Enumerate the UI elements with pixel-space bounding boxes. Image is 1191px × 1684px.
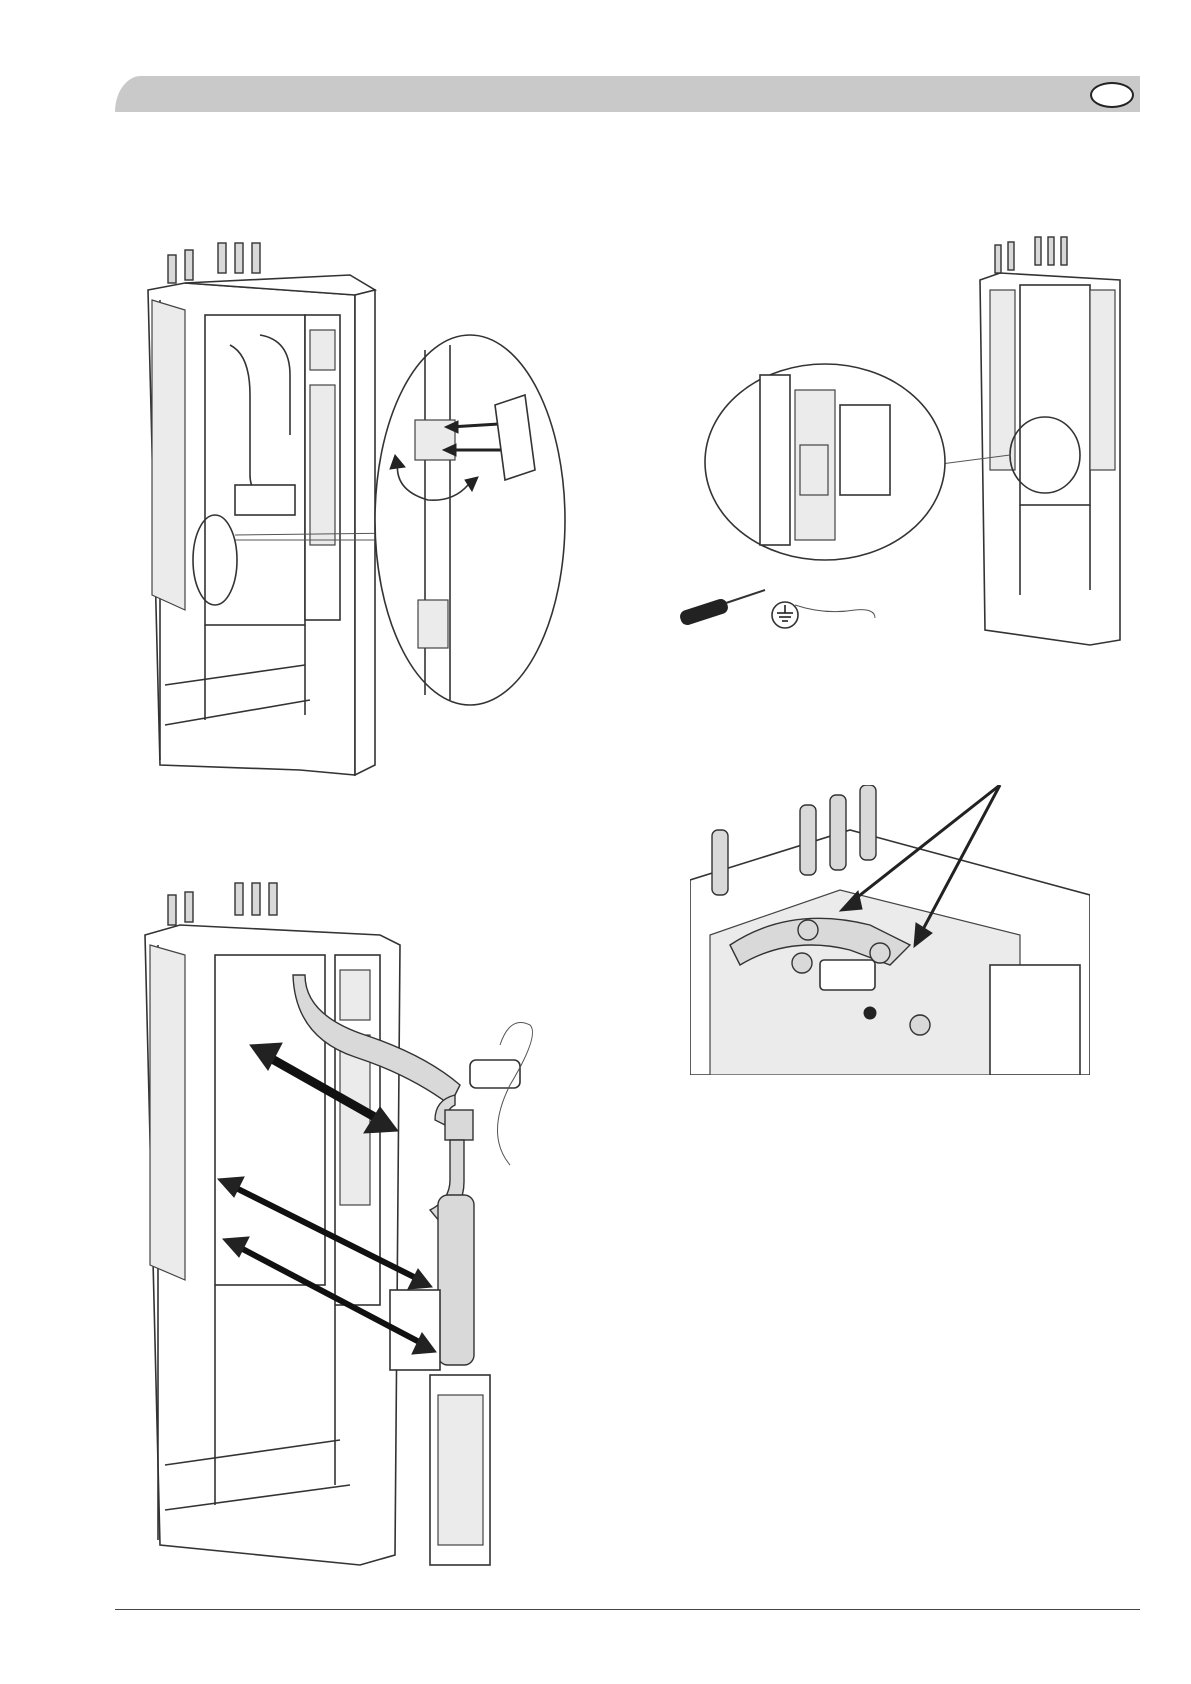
figure-bracket-mounting [140, 255, 620, 775]
valve-actuator [470, 1060, 520, 1088]
footer-rule [115, 1609, 1140, 1610]
figure-module-removal [140, 895, 570, 1595]
earth-connection-illustration [690, 245, 1130, 655]
page-header-bar [115, 76, 1140, 112]
zoom-detail-oval [375, 335, 565, 705]
vent-screw [864, 1007, 876, 1019]
insulated-riser [438, 1195, 474, 1365]
earth-icon [772, 602, 798, 628]
earth-cable [795, 605, 875, 618]
figure-top-pipe-connections [690, 785, 1090, 1075]
pipe-stub [712, 830, 728, 895]
pipe-connections-illustration [690, 785, 1090, 1075]
figure-earth-cable-connection [690, 245, 1130, 655]
module-removal-illustration [140, 895, 570, 1595]
language-badge [1090, 82, 1134, 108]
sensor-cable [498, 1023, 533, 1166]
pipe-stub [168, 255, 176, 283]
heat-exchanger-plate [820, 960, 875, 990]
screwdriver-icon [679, 590, 765, 626]
bracket-mounting-illustration [140, 255, 620, 775]
